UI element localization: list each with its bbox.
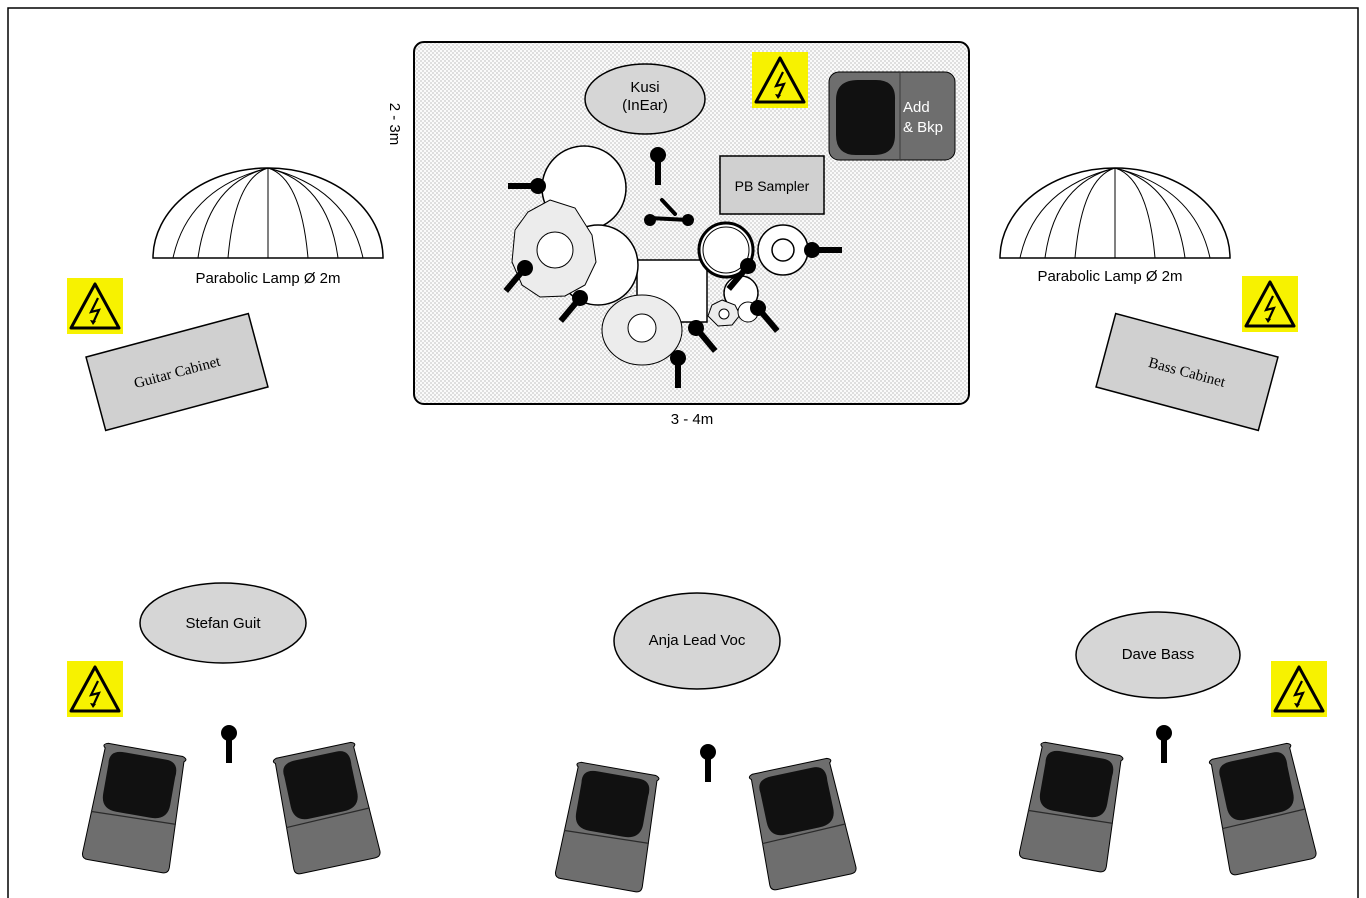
- drum-kit: [511, 145, 809, 366]
- anja-position: Anja Lead Voc: [613, 592, 781, 690]
- monitor-wedge-icon: [80, 741, 190, 875]
- monitor-wedge-icon: [269, 740, 382, 876]
- dave-position: Dave Bass: [1075, 611, 1241, 699]
- add-bkp-label-2: & Bkp: [903, 119, 943, 136]
- drummer-note: (InEar): [622, 97, 668, 114]
- riser-depth-label: 2 - 3m: [386, 103, 403, 146]
- drummer-name: Kusi: [630, 79, 659, 96]
- power-warning-icon: [750, 50, 810, 110]
- stefan-position: Stefan Guit: [139, 582, 307, 664]
- anja-label: Anja Lead Voc: [649, 632, 746, 649]
- power-warning-icon: [65, 659, 125, 719]
- guitar-cabinet: Guitar Cabinet: [85, 312, 269, 432]
- stefan-label: Stefan Guit: [185, 615, 261, 632]
- add-bkp-monitor: Add & Bkp: [828, 71, 956, 161]
- power-warning-icon: [1240, 274, 1300, 334]
- add-bkp-label-1: Add: [903, 99, 930, 116]
- bass-cabinet: Bass Cabinet: [1095, 312, 1279, 432]
- monitor-wedge-icon: [553, 760, 663, 894]
- power-warning-icon: [1269, 659, 1329, 719]
- lamp-left-label: Parabolic Lamp Ø 2m: [195, 270, 340, 287]
- pb-sampler-label: PB Sampler: [735, 178, 810, 194]
- monitor-wedge-icon: [1205, 741, 1318, 877]
- monitor-wedge-icon: [745, 756, 858, 892]
- microphone-icon: [700, 744, 716, 782]
- dave-label: Dave Bass: [1122, 646, 1195, 663]
- parabolic-lamp-right-icon: [999, 167, 1231, 259]
- riser-width-label: 3 - 4m: [671, 411, 714, 428]
- monitor-wedge-icon: [1017, 740, 1127, 874]
- microphone-icon: [221, 725, 237, 763]
- microphone-icon: [1156, 725, 1172, 763]
- power-warning-icon: [65, 276, 125, 336]
- page-border: [7, 7, 1359, 898]
- drummer-position: Kusi (InEar): [584, 63, 706, 135]
- pb-sampler: PB Sampler: [719, 155, 825, 215]
- parabolic-lamp-left-icon: [152, 167, 384, 259]
- lamp-right-label: Parabolic Lamp Ø 2m: [1037, 268, 1182, 285]
